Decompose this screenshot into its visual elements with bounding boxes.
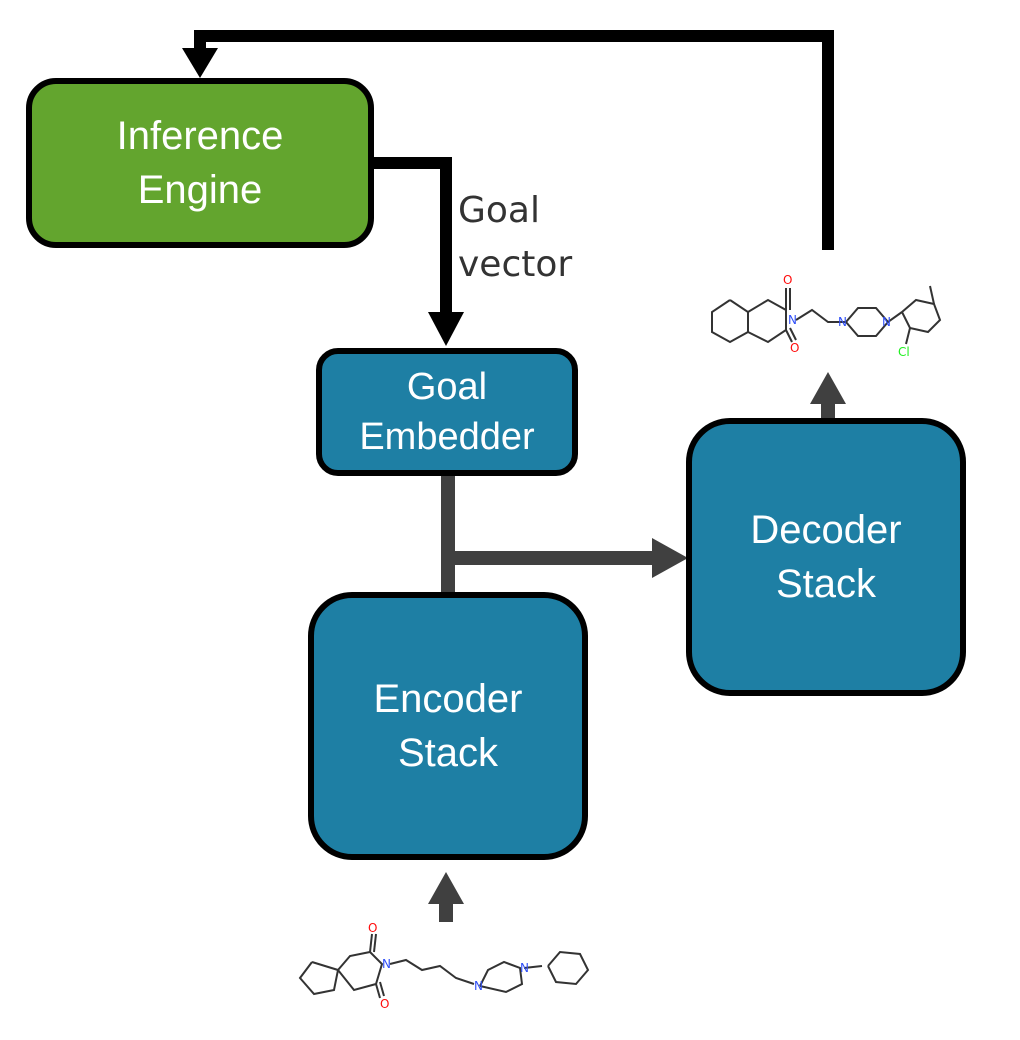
decoder-stack-node: Decoder Stack (686, 418, 966, 696)
output-atom-o1: O (783, 273, 792, 287)
feedback-arrow-line (194, 30, 834, 250)
input-atom-n3: N (520, 961, 529, 975)
encoder-stack-node: Encoder Stack (308, 592, 588, 860)
goal-embedder-label: Goal Embedder (359, 366, 535, 458)
encoder-stack-label: Encoder Stack (373, 677, 523, 775)
decoder-output-arrow-head (810, 372, 846, 404)
output-molecule-bonds (711, 285, 942, 345)
goal-vector-arrow-line (372, 157, 452, 318)
input-molecule-bonds (298, 933, 590, 999)
feedback-arrow-head (182, 48, 218, 78)
input-atom-o1: O (368, 921, 377, 935)
output-atom-n1: N (788, 313, 797, 327)
output-atom-o2: O (790, 341, 799, 355)
goal-vector-label: Goal vector (458, 190, 573, 285)
output-atom-n3: N (882, 315, 891, 329)
inference-engine-node: Inference Engine (26, 78, 374, 248)
goal-embedder-node: Goal Embedder (316, 348, 578, 476)
inference-engine-label: Inference Engine (116, 114, 284, 212)
input-atom-n1: N (382, 957, 391, 971)
goal-vector-arrow-head (428, 312, 464, 346)
junction-to-decoder-arrow-head (652, 538, 688, 578)
decoder-stack-label: Decoder Stack (750, 508, 902, 606)
output-atom-cl: Cl (898, 345, 910, 359)
encoder-input-arrow-head (428, 872, 464, 904)
output-atom-n2: N (838, 315, 847, 329)
input-atom-o2: O (380, 997, 389, 1011)
input-atom-n2: N (474, 979, 483, 993)
